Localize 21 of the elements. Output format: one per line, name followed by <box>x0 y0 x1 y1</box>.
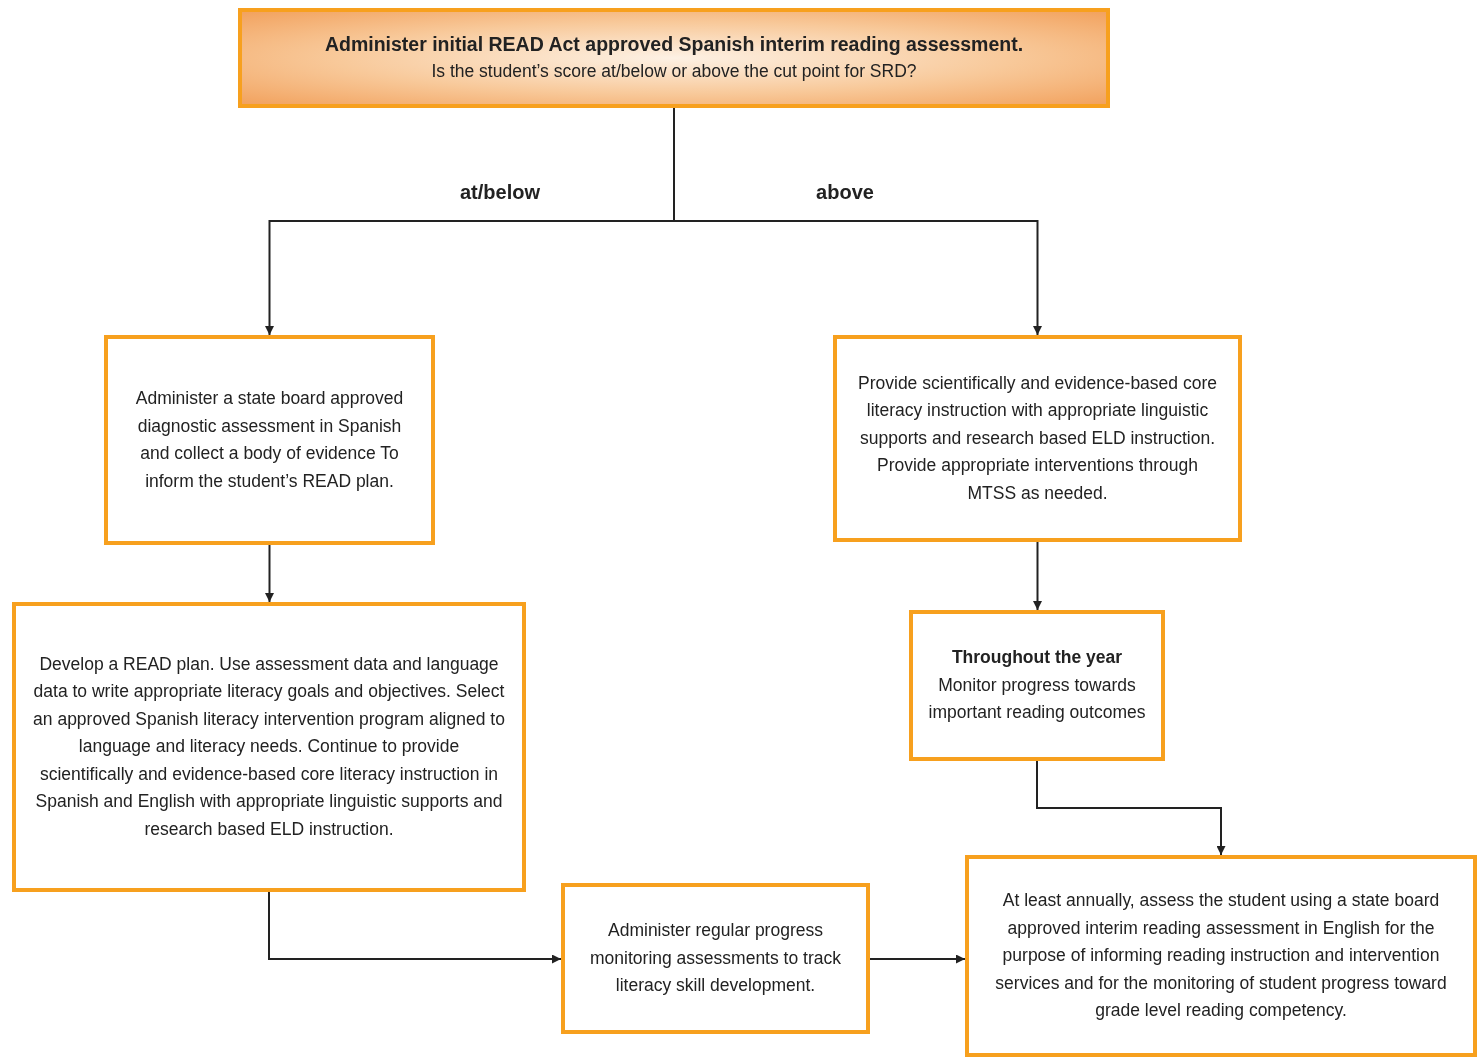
box-text: Monitor progress towards important reading outcomes <box>927 673 1147 725</box>
arrow <box>268 891 562 964</box>
process-box <box>12 602 526 892</box>
process-box <box>561 883 870 1034</box>
box-heading: Administer initial READ Act approved Spanish interim reading assessment. <box>324 32 1024 58</box>
arrow <box>1033 541 1042 611</box>
arrow <box>869 954 966 964</box>
box-text: Is the student’s score at/below or above the cut point for SRD? <box>431 60 917 84</box>
box-text: Administer a state board approved diagnostic assessment in Spanish and collect a body of evidence To inform the student’s READ plan. <box>134 387 405 493</box>
process-box <box>909 610 1165 761</box>
box-heading: Throughout the year <box>951 646 1123 670</box>
process-box <box>238 8 1110 108</box>
process-box <box>965 855 1477 1057</box>
box-text: Administer regular progress monitoring assessments to track literacy skill development. <box>589 919 842 998</box>
process-box <box>833 335 1242 542</box>
box-text: Develop a READ plan. Use assessment data and language data to write appropriate literacy goals and objectives. Select an approved Spanish literacy intervention program aligned to language and literacy needs. Continue to provide scientifically and evidence-based core literacy instruction in Spanish and English with appropriate linguistic supports and research based ELD instruction. <box>32 652 506 841</box>
box-text: Provide scientifically and evidence-based core literacy instruction with appropriate linguistic supports and research based ELD instruction. Provide appropriate interventions through MTSS as needed. <box>857 371 1218 505</box>
process-box <box>104 335 435 545</box>
box-text: At least annually, assess the student using a state board approved interim reading assessment in English for the purpose of informing reading instruction and intervention services and for the monitoring of student progress toward grade level reading competency. <box>994 889 1448 1023</box>
arrow <box>1036 760 1226 856</box>
arrow <box>265 544 274 603</box>
